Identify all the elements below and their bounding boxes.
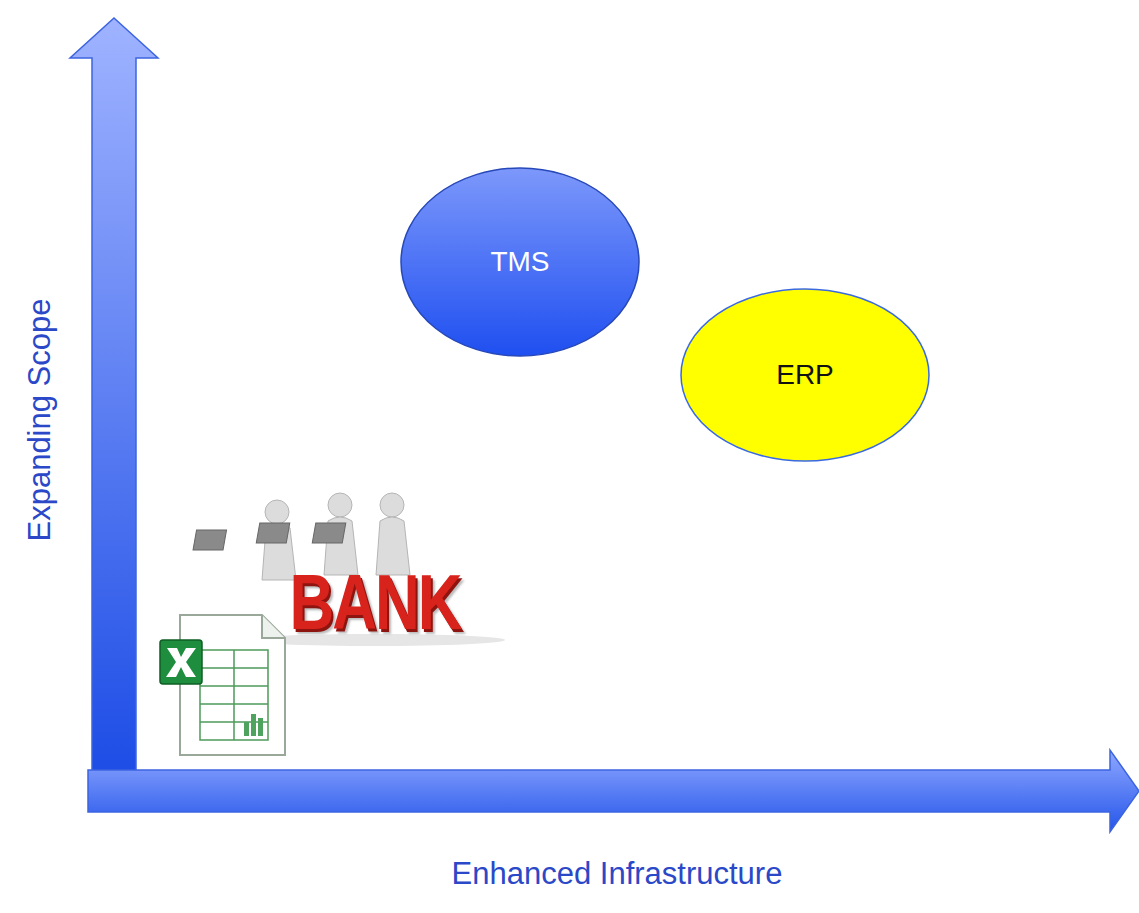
excel-icon — [160, 615, 285, 755]
erp-ellipse: ERP — [680, 288, 930, 462]
vertical-axis — [70, 18, 158, 772]
axis-title: Expanding Scope — [22, 298, 58, 541]
axis-title: Enhanced Infrastructure — [452, 856, 783, 892]
node-label: TMS — [400, 246, 640, 278]
node-label: ERP — [680, 359, 930, 391]
bank-sign: BANK — [289, 558, 460, 647]
tms-ellipse: TMS — [400, 167, 640, 357]
horizontal-axis — [88, 750, 1139, 832]
